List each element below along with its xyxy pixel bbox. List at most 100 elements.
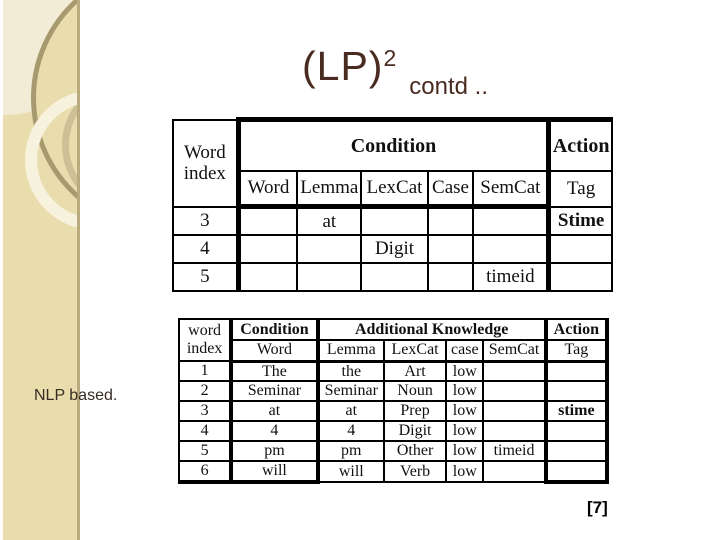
cell-lemma: the	[315, 359, 385, 383]
cell-lemma: pm	[315, 440, 385, 463]
cell-semcat	[482, 359, 547, 383]
cell-tag	[543, 420, 610, 443]
table-row: 5 timeid	[171, 261, 614, 292]
rule-table-container: Word index Condition Action Word Lemma L…	[171, 117, 614, 292]
cell-tag	[546, 261, 614, 292]
header-word-index: Word index	[171, 118, 240, 208]
cell-lexcat: Noun	[382, 380, 448, 403]
cell-case	[426, 205, 475, 236]
cell-semcat	[472, 205, 550, 236]
side-label: NLP based.	[34, 387, 118, 404]
header-word-index-line1: word	[188, 322, 222, 340]
cell-word: at	[229, 400, 319, 423]
subheader-tag: Tag	[546, 169, 614, 208]
cell-case: low	[445, 359, 485, 383]
header-word-index-line2: index	[186, 340, 223, 357]
cell-lexcat: Digit	[360, 233, 429, 264]
cell-lexcat: Prep	[382, 400, 448, 423]
cell-lexcat: Verb	[382, 460, 448, 484]
cell-lemma: at	[315, 400, 385, 423]
header-word-index-line2: index	[183, 163, 226, 184]
table-row: 1 The the Art low	[177, 359, 610, 383]
cell-tag	[546, 233, 614, 264]
cell-lemma: 4	[315, 420, 385, 443]
subheader-lexcat: LexCat	[360, 169, 429, 209]
table-row: 2 Seminar Seminar Noun low	[177, 380, 610, 403]
cell-tag	[543, 380, 610, 403]
sidebar-decoration	[3, 0, 80, 540]
cell-lexcat	[360, 261, 429, 292]
subheader-case: case	[445, 339, 485, 363]
cell-lemma: will	[315, 460, 385, 484]
header-action: Action	[546, 117, 614, 172]
table-row: 3 at Stime	[171, 205, 614, 236]
table-header-row: word index Condition Additional Knowledg…	[177, 318, 610, 362]
subheader-tag: Tag	[543, 339, 610, 363]
cell-semcat	[482, 420, 547, 443]
cell-lexcat: Art	[382, 359, 448, 383]
subheader-lemma: Lemma	[296, 169, 363, 209]
cell-index: 2	[177, 380, 233, 403]
cell-lemma: Seminar	[315, 380, 385, 403]
cell-lexcat	[360, 205, 429, 236]
condition-action-table: Word index Condition Action Word Lemma L…	[171, 117, 614, 292]
table-row: 4 Digit	[171, 233, 614, 264]
cell-index: 4	[171, 233, 240, 264]
cell-word	[235, 205, 299, 236]
header-condition: Condition	[229, 318, 319, 341]
cell-case	[426, 233, 475, 264]
table-row: 5 pm pm Other low timeid	[177, 440, 610, 463]
cell-case: low	[445, 420, 485, 443]
title-suffix: contd ..	[409, 73, 488, 100]
subheader-lexcat: LexCat	[382, 339, 448, 363]
cell-index: 4	[177, 420, 233, 443]
cell-word	[235, 261, 299, 292]
subheader-word: Word	[235, 169, 299, 209]
cell-semcat	[482, 380, 547, 403]
cell-tag: stime	[543, 400, 610, 423]
cell-case: low	[445, 400, 485, 423]
cell-lemma	[296, 261, 363, 292]
cell-case: low	[445, 460, 485, 484]
table-row: 3 at at Prep low stime	[177, 400, 610, 423]
cell-lemma	[296, 233, 363, 264]
cell-lexcat: Other	[382, 440, 448, 463]
table-row: 6 will will Verb low	[177, 460, 610, 485]
cell-lexcat: Digit	[382, 420, 448, 443]
table-subheader-row: Word Lemma LexCat Case SemCat Tag	[173, 169, 614, 209]
reference-label: [7]	[587, 498, 608, 517]
cell-tag	[543, 359, 610, 383]
cell-semcat: timeid	[482, 440, 547, 463]
cell-index: 3	[177, 400, 233, 423]
title-main: (LP)	[302, 43, 384, 89]
cell-word: will	[229, 460, 319, 485]
cell-tag: Stime	[546, 205, 614, 236]
cell-tag	[543, 460, 610, 485]
cell-semcat	[472, 233, 550, 264]
cell-index: 3	[171, 205, 240, 236]
subheader-lemma: Lemma	[315, 339, 385, 363]
cell-index: 5	[171, 261, 240, 292]
header-word-index: word index	[177, 318, 233, 362]
header-condition: Condition	[235, 117, 550, 172]
subheader-case: Case	[426, 169, 475, 209]
page-title: (LP) 2 contd ..	[302, 46, 488, 99]
cell-case: low	[445, 440, 485, 463]
knowledge-table-container: word index Condition Additional Knowledg…	[177, 318, 610, 485]
cell-lemma: at	[296, 205, 363, 236]
subheader-word: Word	[229, 339, 319, 363]
cell-word: pm	[229, 440, 319, 463]
cell-index: 1	[177, 359, 233, 383]
cell-index: 5	[177, 440, 233, 463]
cell-word: Seminar	[229, 380, 319, 403]
title-superscript: 2	[383, 45, 397, 71]
cell-case	[426, 261, 475, 292]
table-row: 4 4 4 Digit low	[177, 420, 610, 443]
cell-semcat	[482, 400, 547, 423]
cell-index: 6	[177, 460, 233, 485]
table-header-row: Word index Condition Action	[171, 117, 614, 208]
cell-tag	[543, 440, 610, 463]
cell-word: The	[229, 359, 319, 383]
cell-word	[235, 233, 299, 264]
